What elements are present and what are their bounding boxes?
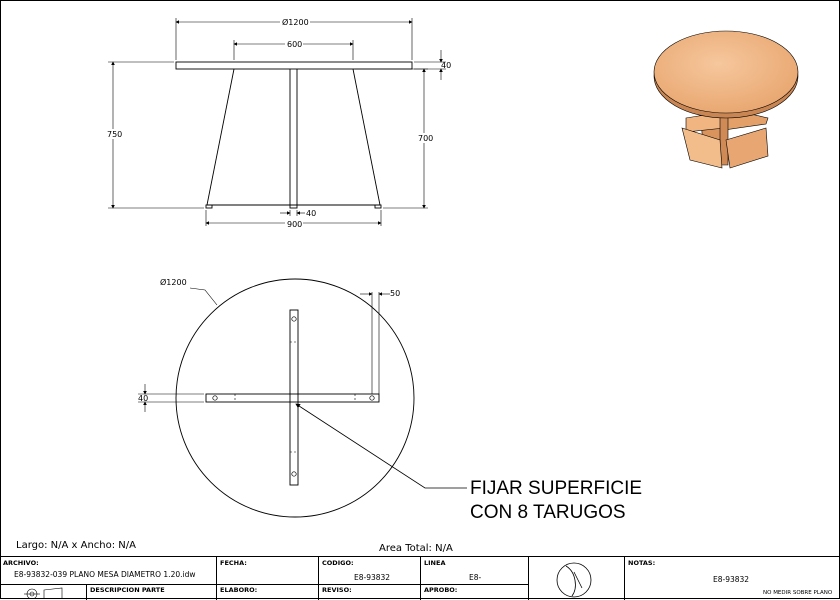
dim-slot-width: 40 <box>138 394 148 403</box>
front-view <box>108 18 446 226</box>
descripcion-label: DESCRIPCION PARTE <box>90 586 165 594</box>
reviso-label: REVISO: <box>322 586 352 594</box>
no-medir-warning: NO MEDIR SOBRE PLANO <box>763 590 833 596</box>
notas-label: NOTAS: <box>628 559 656 567</box>
note-leader <box>295 403 467 489</box>
aprobo-label: APROBO: <box>424 586 458 594</box>
company-logo <box>556 562 592 598</box>
iso-table-top <box>653 30 799 114</box>
dim-diameter: Ø1200 <box>160 277 187 287</box>
fixing-note: FIJAR SUPERFICIE CON 8 TARUGOS <box>470 477 642 525</box>
linea-label: LINEA <box>424 559 446 567</box>
fecha-cell: FECHA: ELABORO: <box>217 557 319 600</box>
dim-total-height: 750 <box>107 130 122 139</box>
note-line-2: CON 8 TARUGOS <box>470 502 626 523</box>
dim-leg-height: 700 <box>418 134 433 143</box>
fecha-label: FECHA: <box>220 559 247 567</box>
projection-symbol-icon <box>24 587 63 599</box>
codigo-cell: CODIGO: E8-93832 REVISO: <box>319 557 421 600</box>
dim-slot-offset: 50 <box>390 289 400 298</box>
top-view <box>138 278 467 518</box>
elaboro-label: ELABORO: <box>220 586 258 594</box>
codigo-value: E8-93832 <box>354 573 391 582</box>
dowel-hole <box>291 471 297 477</box>
title-block: ARCHIVO: E8-93832-039 PLANO MESA DIAMETR… <box>0 556 840 600</box>
leg-left-edge <box>206 68 235 206</box>
slot-horizontal <box>205 393 380 403</box>
slot-vertical <box>289 309 299 486</box>
table-top-outline <box>175 61 413 70</box>
dowel-hole <box>369 395 375 401</box>
foot-left <box>205 204 213 209</box>
logo-cell <box>529 557 625 600</box>
archivo-cell: ARCHIVO: E8-93832-039 PLANO MESA DIAMETR… <box>0 557 217 600</box>
dowel-hole <box>212 395 218 401</box>
note-line-1: FIJAR SUPERFICIE <box>470 478 643 499</box>
top-view-dimensions: Ø1200 50 40 <box>138 277 400 403</box>
dim-center-width: 40 <box>306 209 316 218</box>
dim-top-thickness: 40 <box>441 61 451 70</box>
isometric-view <box>653 30 799 169</box>
top-circle <box>175 278 415 518</box>
size-info: Largo: N/A x Ancho: N/A <box>16 540 136 551</box>
dowel-hole <box>291 316 297 322</box>
leg-right-edge <box>352 68 381 206</box>
notas-cell: NOTAS: E8-93832 NO MEDIR SOBRE PLANO <box>625 557 840 600</box>
area-info: Area Total: N/A <box>379 543 453 554</box>
foot-right <box>374 204 382 209</box>
notas-value: E8-93832 <box>713 575 750 584</box>
linea-cell: LINEA E8- APROBO: <box>421 557 529 600</box>
dim-base-width: 900 <box>287 220 302 229</box>
front-view-dimensions: Ø1200 600 40 750 700 40 900 <box>106 16 451 229</box>
codigo-label: CODIGO: <box>322 559 354 567</box>
linea-value: E8- <box>469 573 482 582</box>
dim-base-top: 600 <box>287 40 302 49</box>
dim-top-diameter: Ø1200 <box>282 17 309 27</box>
archivo-label: ARCHIVO: <box>3 559 39 567</box>
foot-center <box>289 204 298 209</box>
archivo-value: E8-93832-039 PLANO MESA DIAMETRO 1.20.id… <box>14 570 196 579</box>
